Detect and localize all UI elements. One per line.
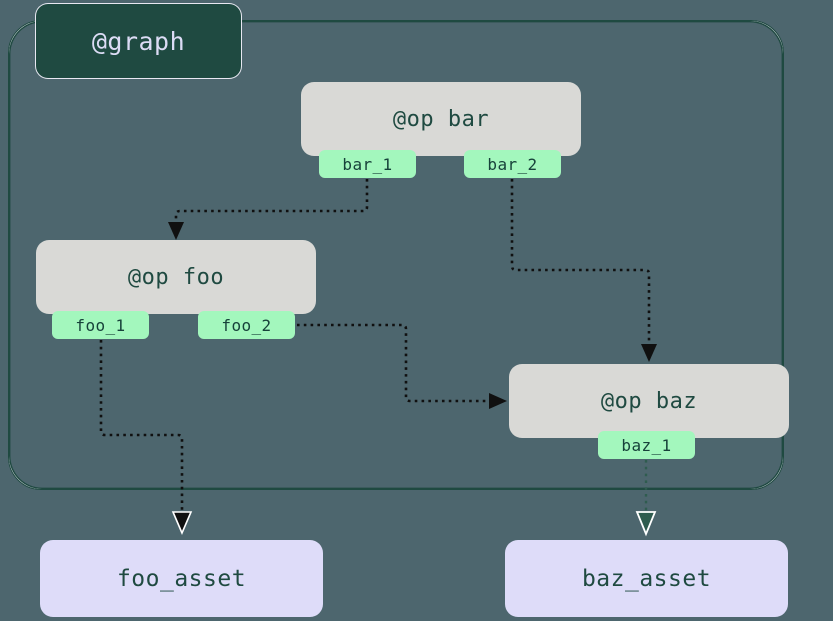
port-baz-1[interactable]: baz_1 — [598, 431, 695, 459]
arrowhead-baz1-to-baz-asset — [635, 511, 657, 537]
port-bar-1[interactable]: bar_1 — [319, 150, 416, 178]
graph-cluster-label[interactable]: @graph — [36, 4, 241, 78]
op-node-baz[interactable]: @op baz — [509, 364, 789, 438]
port-bar-2[interactable]: bar_2 — [464, 150, 561, 178]
op-node-foo[interactable]: @op foo — [36, 240, 316, 314]
arrowhead-foo1-to-foo-asset — [171, 511, 193, 536]
port-foo-2[interactable]: foo_2 — [198, 311, 295, 339]
port-foo-1[interactable]: foo_1 — [52, 311, 149, 339]
asset-node-foo-asset[interactable]: foo_asset — [40, 540, 323, 617]
asset-node-baz-asset[interactable]: baz_asset — [505, 540, 788, 617]
op-node-bar[interactable]: @op bar — [301, 82, 581, 156]
